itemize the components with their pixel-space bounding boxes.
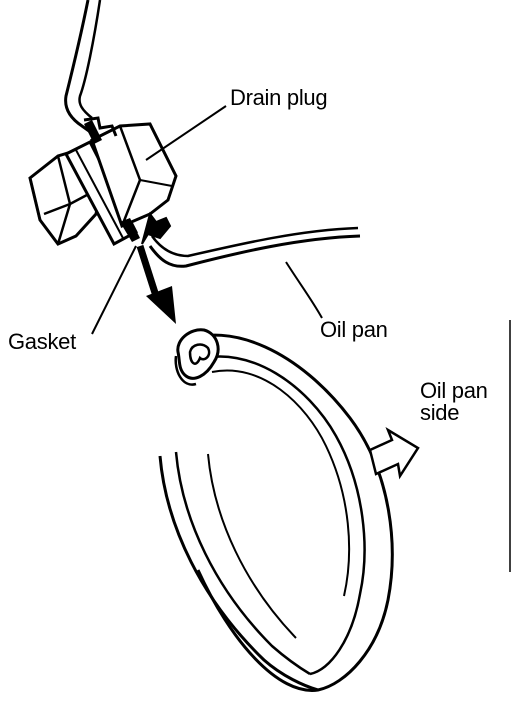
drain-plug-label: Drain plug (230, 85, 328, 110)
oil-pan-wall-inner (78, 0, 102, 119)
oil-pan-side-label-line2: side (420, 400, 460, 425)
oil-pan-side-label: Oil pan side (420, 380, 488, 424)
oil-pan-bottom-inner (150, 226, 359, 258)
gasket-ring (158, 328, 394, 692)
down-arrow (136, 244, 176, 324)
drain-plug (28, 116, 178, 247)
oil-pan-bottom (148, 234, 361, 268)
gasket-label: Gasket (8, 329, 76, 354)
oil-pan-wall (64, 0, 97, 138)
oil-pan-side-arrow (368, 427, 420, 480)
drain-plug-leader (145, 105, 227, 161)
gasket-leader (91, 245, 137, 335)
oil-pan-label: Oil pan (320, 317, 388, 342)
oil-pan-side-label-line1: Oil pan (420, 378, 488, 403)
oil-pan-leader (285, 261, 323, 319)
